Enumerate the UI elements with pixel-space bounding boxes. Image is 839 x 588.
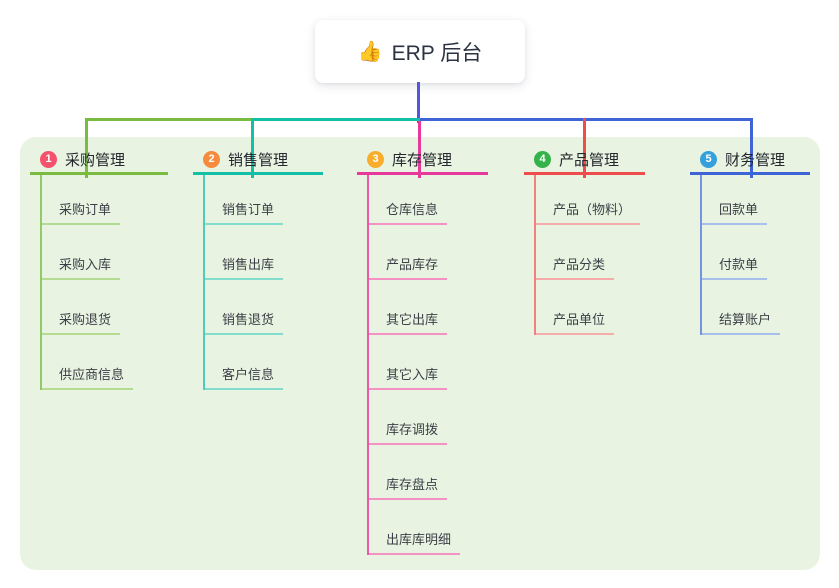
branch-node[interactable]: 4 产品管理 [524,146,645,175]
mindmap-node[interactable]: 结算账户 [702,312,781,335]
connector-bus-branch1 [86,118,254,121]
branch-children: 销售订单 销售出库 销售退货 客户信息 [203,175,323,390]
connector-drop-branch2 [251,118,254,178]
branch-children: 仓库信息 产品库存 其它出库 其它入库 库存调拨 库存盘点 出库库明细 [367,175,488,555]
connector-bus-branch2 [254,118,420,121]
branch-node[interactable]: 5 财务管理 [690,146,810,175]
branch-finance: 5 财务管理 回款单 付款单 结算账户 [690,146,810,335]
mindmap-node[interactable]: 付款单 [702,257,768,280]
connector-root [417,82,420,123]
mindmap-node[interactable]: 客户信息 [205,367,284,390]
mindmap-node[interactable]: 产品分类 [536,257,615,280]
mindmap-node[interactable]: 库存调拨 [369,422,448,445]
branch-node[interactable]: 3 库存管理 [357,146,488,175]
connector-drop-branch3 [418,121,421,178]
number-badge: 5 [700,150,717,168]
branch-inventory: 3 库存管理 仓库信息 产品库存 其它出库 其它入库 库存调拨 库存盘点 出库库… [357,146,488,555]
branch-node[interactable]: 1 采购管理 [30,146,168,175]
connector-drop-branch4 [583,118,586,178]
connector-drop-branch1 [85,118,88,178]
mindmap-node[interactable]: 销售退货 [205,312,284,335]
branch-node[interactable]: 2 销售管理 [193,146,323,175]
mindmap-node[interactable]: 产品（物料） [536,202,641,225]
root-label: ERP 后台 [391,41,483,65]
mindmap-node[interactable]: 其它入库 [369,367,448,390]
mindmap-node[interactable]: 采购订单 [42,202,121,225]
branch-label: 销售管理 [228,151,289,169]
connector-bus-branch5 [420,118,753,121]
root-node[interactable]: 👍 ERP 后台 [315,20,525,83]
mindmap-node[interactable]: 库存盘点 [369,477,448,500]
mindmap-node[interactable]: 其它出库 [369,312,448,335]
number-badge: 4 [534,150,551,168]
branch-children: 回款单 付款单 结算账户 [700,175,810,335]
mindmap-node[interactable]: 出库库明细 [369,532,461,555]
mindmap-node[interactable]: 采购入库 [42,257,121,280]
branch-label: 库存管理 [392,151,453,169]
number-badge: 1 [40,150,57,168]
branch-products: 4 产品管理 产品（物料） 产品分类 产品单位 [524,146,645,335]
branch-label: 采购管理 [65,151,126,169]
number-badge: 3 [367,150,384,168]
branch-label: 产品管理 [559,151,620,169]
number-badge: 2 [203,150,220,168]
branch-label: 财务管理 [725,151,786,169]
mindmap-node[interactable]: 供应商信息 [42,367,134,390]
mindmap-background-panel [20,137,820,570]
mindmap-node[interactable]: 回款单 [702,202,768,225]
mindmap-node[interactable]: 产品单位 [536,312,615,335]
mindmap-node[interactable]: 采购退货 [42,312,121,335]
branch-sales: 2 销售管理 销售订单 销售出库 销售退货 客户信息 [193,146,323,390]
branch-children: 采购订单 采购入库 采购退货 供应商信息 [40,175,168,390]
thumbs-up-icon: 👍 [357,40,383,63]
mindmap-node[interactable]: 销售订单 [205,202,284,225]
branch-procurement: 1 采购管理 采购订单 采购入库 采购退货 供应商信息 [30,146,168,390]
connector-drop-branch5 [750,118,753,178]
mindmap-node[interactable]: 销售出库 [205,257,284,280]
mindmap-node[interactable]: 仓库信息 [369,202,448,225]
mindmap-node[interactable]: 产品库存 [369,257,448,280]
branch-children: 产品（物料） 产品分类 产品单位 [534,175,645,335]
